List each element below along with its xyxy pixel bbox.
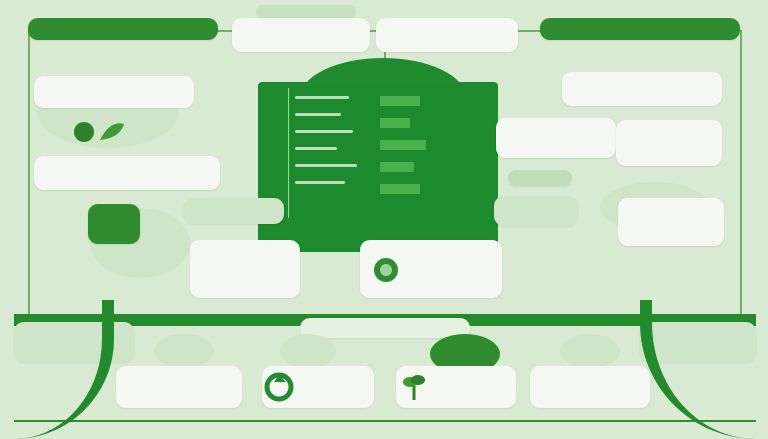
top-card-1	[232, 18, 370, 52]
bottom-blob-1	[154, 334, 214, 368]
connector-line	[740, 30, 742, 326]
central-panel	[258, 82, 498, 252]
right-card-3	[616, 120, 722, 166]
connector-line	[384, 30, 386, 78]
top-left-header-card	[28, 18, 218, 40]
left-card-2	[34, 156, 220, 190]
left-swoosh	[14, 300, 114, 439]
right-card-1	[562, 72, 722, 106]
top-banner	[256, 5, 356, 19]
recycle-icon	[264, 372, 294, 402]
right-card-2	[496, 118, 616, 158]
band-tab-center	[300, 318, 470, 338]
bottom-card-1	[116, 366, 242, 408]
bottom-card-4	[530, 366, 650, 408]
middle-card-1	[190, 240, 300, 298]
right-card-5	[618, 198, 724, 246]
right-card-4	[508, 170, 572, 186]
footer-line	[14, 420, 756, 422]
right-swoosh	[640, 300, 756, 439]
top-right-header-card	[540, 18, 740, 40]
globe-small-icon	[372, 256, 400, 284]
left-card-4	[184, 198, 284, 224]
bottom-blob-4	[560, 334, 620, 368]
left-card-1	[34, 76, 194, 108]
plant-icon	[402, 372, 426, 402]
left-card-3	[88, 204, 140, 244]
central-list	[288, 88, 378, 218]
connector-line	[28, 30, 30, 326]
top-card-2	[376, 18, 518, 52]
leaf-icon	[70, 118, 130, 144]
central-bars	[380, 96, 460, 216]
bottom-blob-2	[280, 334, 336, 368]
right-card-6	[494, 196, 578, 226]
bottom-card-3	[396, 366, 516, 408]
